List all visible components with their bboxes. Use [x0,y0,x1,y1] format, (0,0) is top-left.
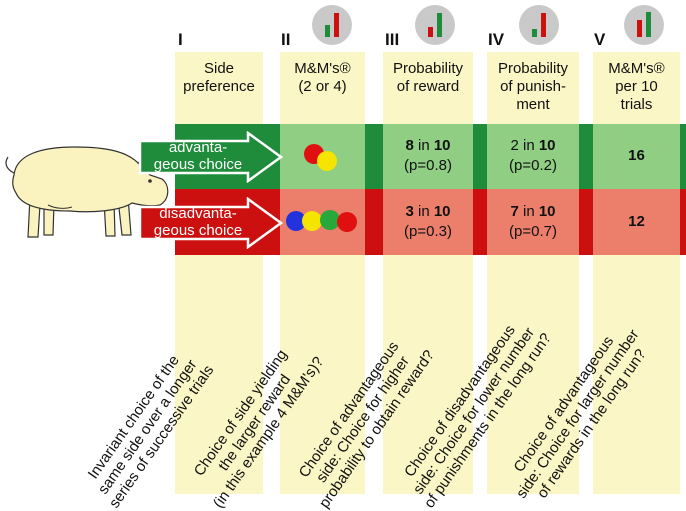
header-line: Probability [392,60,464,77]
disadvantageous-choice-label: disadvanta- geous choice [142,205,254,239]
numeral-1: I [178,30,183,49]
arrow-label-line: advanta- [168,139,228,156]
dis-cell-4 [487,189,579,255]
numeral-3: III [385,30,400,49]
dis-cell-5 [593,189,680,255]
adv-per10: 16 [628,147,645,164]
adv-reward-p: (p=0.8) [404,157,452,174]
dis-cell-3 [383,189,473,255]
mm-candy-icon [286,211,306,231]
dis-per10: 12 [628,213,645,230]
header-line: of punish- [500,78,566,95]
mm-candy-icon [317,151,337,171]
arrow-icon [138,197,283,249]
header-line: (2 or 4) [298,78,347,95]
adv-cell-3 [383,124,473,189]
header-prob-punishment: Probability of punish- ment [487,60,579,114]
mini-bar-chart-icon [624,5,664,45]
header-mms-per-10: M&M's® per 10 trials [593,60,680,114]
arrow-label-line: geous choice [153,156,243,173]
header-prob-reward: Probability of reward [383,60,473,96]
adv-reward-prob: 8 in 10 (p=0.8) [383,136,473,176]
mini-bar-chart-icon [415,5,455,45]
numeral-2: II [281,30,291,49]
arrow-label-line: geous choice [153,222,243,239]
adv-punish-count: 2 in 10 [510,137,556,154]
mm-candy-icon [337,212,357,232]
adv-cell-5 [593,124,680,189]
adv-reward-count: 8 in 10 [405,137,451,154]
adv-punish-prob: 2 in 10 (p=0.2) [487,136,579,176]
dis-punish-p: (p=0.7) [509,223,557,240]
header-line: Probability [497,60,569,77]
numeral-5: V [594,30,606,49]
mini-bar-chart-icon [519,5,559,45]
advantageous-choice-label: advanta- geous choice [142,139,254,173]
header-mms: M&M's® (2 or 4) [280,60,365,96]
header-side-preference: Side preference [175,60,263,96]
header-line: preference [183,78,255,95]
column-strip-5 [593,52,680,494]
dis-punish-prob: 7 in 10 (p=0.7) [487,202,579,242]
mm-candy-icon [302,211,322,231]
mm-candy-icon [320,210,340,230]
dis-reward-count: 3 in 10 [405,203,451,220]
header-line: per 10 [615,78,658,95]
dis-reward-p: (p=0.3) [404,223,452,240]
dis-reward-prob: 3 in 10 (p=0.3) [383,202,473,242]
adv-cell-4 [487,124,579,189]
header-line: ment [516,96,550,113]
header-line: M&M's® [294,60,351,77]
dis-punish-count: 7 in 10 [510,203,556,220]
header-line: of reward [396,78,460,95]
adv-punish-p: (p=0.2) [509,157,557,174]
header-line: trials [620,96,653,113]
arrow-icon [138,131,283,183]
numeral-4: IV [488,30,505,49]
mini-bar-chart-icon [312,5,352,45]
arrow-label-line: disadvanta- [159,205,237,222]
header-line: Side [203,60,235,77]
header-line: M&M's® [608,60,665,77]
pig-icon [5,146,169,238]
